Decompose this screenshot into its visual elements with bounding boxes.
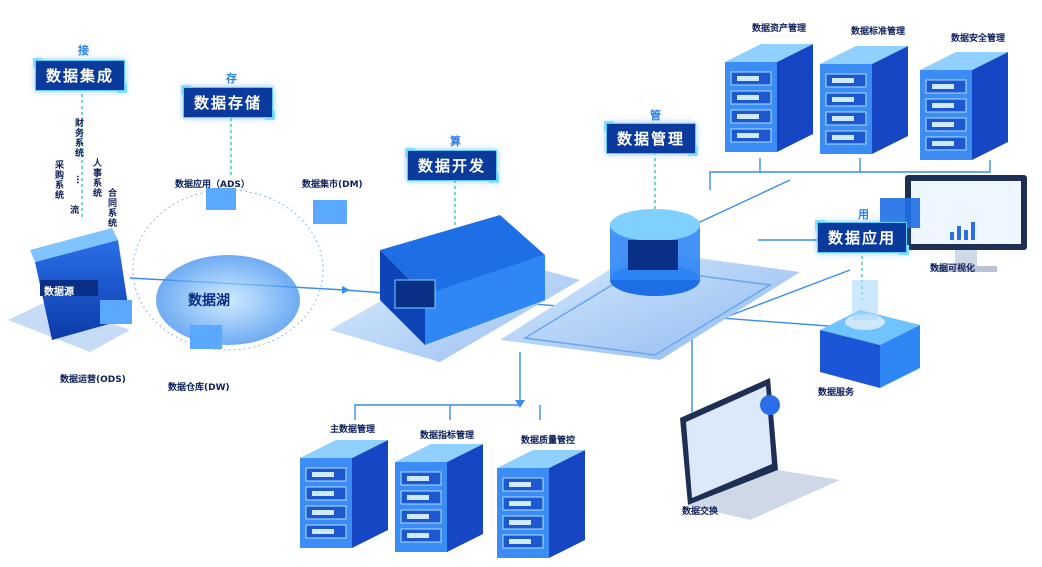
source-system-hr: 人事系统 (91, 158, 101, 198)
stage-char-apply: 用 (858, 208, 869, 221)
ads-label: 数据应用（ADS） (175, 180, 250, 190)
server-metric-management (395, 444, 483, 552)
source-system-finance: 财务系统 (73, 118, 83, 158)
server-quality-control (497, 450, 585, 558)
stage-label-apply: 数据应用 (814, 220, 910, 255)
dw-label: 数据仓库(DW) (168, 383, 230, 393)
server-asset-management (725, 44, 813, 152)
server-label-master: 主数据管理 (330, 425, 376, 435)
development-platform (330, 215, 580, 362)
server-standard-management (820, 46, 908, 154)
source-system-flow: 流 (68, 205, 78, 215)
stage-char-develop: 算 (450, 135, 461, 148)
stage-label-manage: 数据管理 (603, 121, 699, 156)
server-security-management (920, 52, 1008, 160)
service-box (820, 280, 920, 388)
source-system-contract: 合同系统 (106, 188, 116, 228)
server-label-standard: 数据标准管理 (851, 27, 906, 37)
app-label-service: 数据服务 (818, 388, 855, 398)
server-master-data (300, 440, 388, 548)
lake-nodes (100, 188, 347, 349)
management-platform (500, 209, 800, 360)
monitor-device (880, 175, 1027, 272)
ods-label: 数据运营(ODS) (60, 375, 126, 385)
dm-label: 数据集市(DM) (302, 180, 363, 190)
server-label-security: 数据安全管理 (951, 34, 1006, 44)
stage-char-integrate: 接 (78, 44, 89, 57)
app-label-exchange: 数据交换 (682, 507, 719, 517)
source-system-ellipsis: … (74, 175, 84, 185)
stage-char-manage: 管 (650, 109, 661, 122)
stage-label-store: 数据存储 (180, 85, 276, 120)
laptop-device (680, 378, 840, 520)
data-source-label: 数据源 (44, 287, 74, 298)
server-label-asset: 数据资产管理 (752, 24, 807, 34)
source-system-purchase: 采购系统 (53, 160, 63, 200)
stage-char-store: 存 (226, 72, 237, 85)
stage-label-integrate: 数据集成 (32, 58, 128, 93)
data-lake-label: 数据湖 (188, 293, 230, 309)
server-label-quality: 数据质量管控 (521, 436, 576, 446)
app-label-visual: 数据可视化 (930, 264, 976, 274)
stage-label-develop: 数据开发 (404, 148, 500, 183)
server-label-metric: 数据指标管理 (420, 431, 475, 441)
